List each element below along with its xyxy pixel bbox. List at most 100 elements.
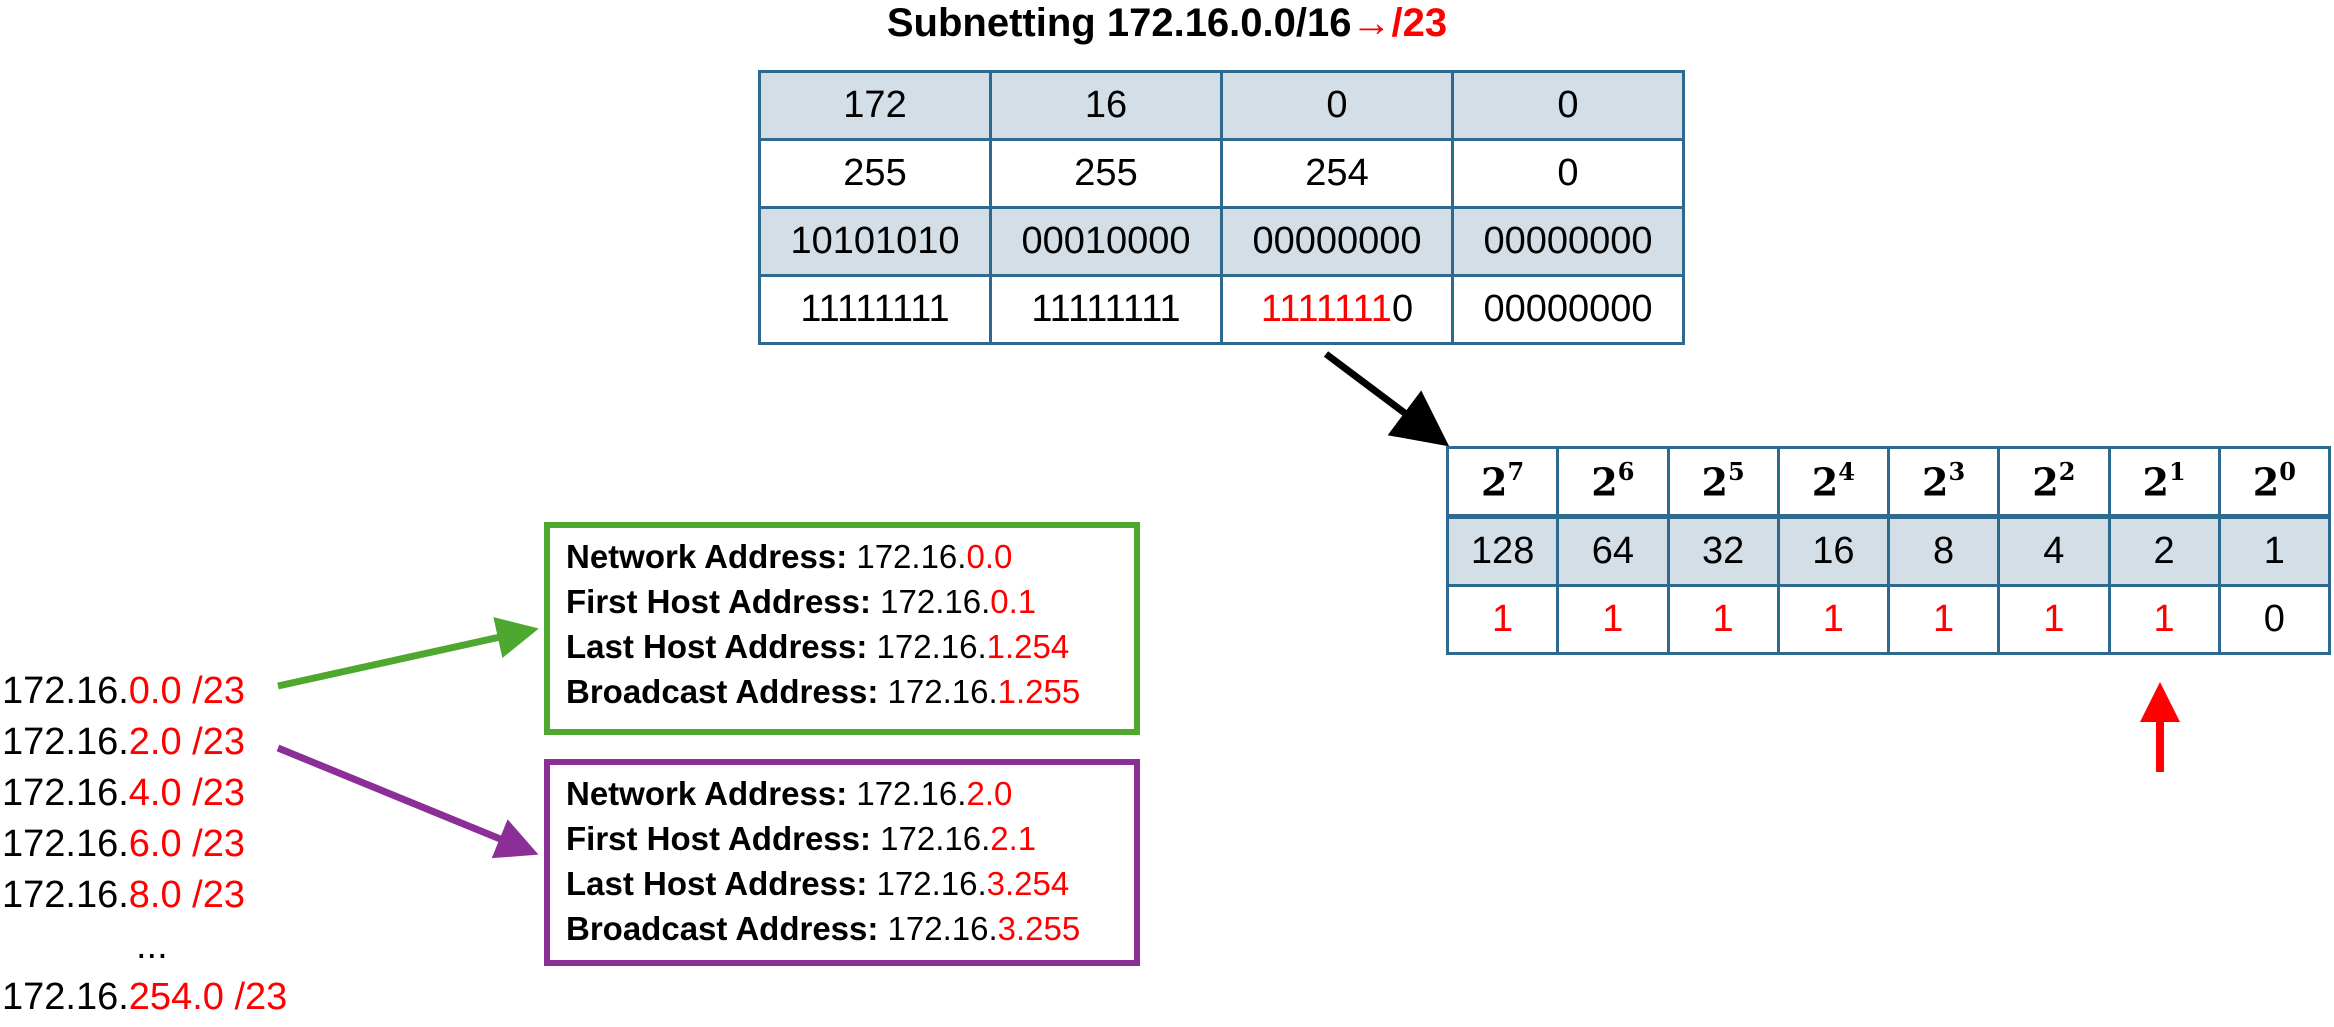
value-cell: 64: [1556, 515, 1670, 587]
value-cell: 4: [1997, 515, 2111, 587]
address-prefix: 172.16.: [878, 910, 998, 947]
address-line: First Host Address: 172.16.2.1: [566, 816, 1134, 861]
address-prefix: 172.16.: [871, 583, 991, 620]
ip-table-cell: 00000000: [1451, 274, 1685, 345]
subnet-prefix: 172.16.: [2, 670, 129, 712]
cell-text: 0: [1391, 288, 1414, 330]
address-line: Last Host Address: 172.16.3.254: [566, 861, 1134, 906]
cell-text: 0: [1557, 152, 1579, 194]
value-cell: 128: [1445, 515, 1560, 587]
subnet-prefix: 172.16.: [2, 874, 129, 916]
subnet-suffix: 6.0 /23: [128, 823, 246, 865]
address-prefix: 172.16.: [847, 775, 967, 812]
power-base: 2: [1701, 459, 1728, 505]
borrowed-bits: 1111111: [1260, 288, 1392, 330]
ip-table-row: 10101010 00010000 00000000 00000000: [758, 206, 1685, 277]
address-prefix: 172.16.: [871, 820, 991, 857]
mask-bit-cell: 1: [2107, 584, 2221, 655]
value-cell: 16: [1776, 515, 1891, 587]
power-exponent: 3: [1948, 456, 1966, 486]
ip-table-cell: 00000000: [1451, 206, 1685, 277]
power-base: 2: [1591, 459, 1618, 505]
address-line: Network Address: 172.16.0.0: [566, 534, 1134, 579]
mask-bit-cell: 1: [1997, 584, 2111, 655]
cell-text: 11111111: [800, 288, 950, 330]
power-base: 2: [1481, 459, 1508, 505]
green-subnet-arrow: [277, 617, 539, 690]
title-main: Subnetting 172.16.0.0/16: [886, 1, 1352, 45]
cell-text: 00010000: [1021, 220, 1191, 262]
ip-table-cell: 11111111: [989, 274, 1223, 345]
address-suffix: 1.254: [986, 628, 1070, 665]
address-suffix: 2.1: [990, 820, 1037, 857]
address-suffix: 3.254: [986, 865, 1070, 902]
power-exponent: 7: [1507, 456, 1525, 486]
address-suffix: 0.1: [990, 583, 1037, 620]
cell-text: 255: [843, 152, 907, 194]
octet-to-bits-arrow: [1323, 351, 1450, 447]
purple-subnet-arrow: [276, 744, 539, 859]
power-base: 2: [2032, 459, 2059, 505]
power-exponent: 5: [1728, 456, 1745, 486]
diagram-title: Subnetting 172.16.0.0/16 →/23: [0, 0, 2334, 46]
cell-text: 00000000: [1252, 220, 1422, 262]
power-exponent: 0: [2279, 456, 2296, 486]
power-cell: 22: [1997, 446, 2111, 519]
subnet-prefix: 172.16.: [2, 772, 129, 814]
address-line: Last Host Address: 172.16.1.254: [566, 624, 1134, 669]
subnet-suffix: 254.0 /23: [128, 976, 288, 1018]
subnet-suffix: 8.0 /23: [128, 874, 246, 916]
ip-table-cell: 00010000: [989, 206, 1223, 277]
subnet-prefix: 172.16.: [2, 823, 129, 865]
subnet-suffix: 4.0 /23: [128, 772, 246, 814]
power-base: 2: [2142, 459, 2169, 505]
subnet-entry: 172.16.2.0 /23: [2, 717, 402, 768]
cell-text: 11111111: [1031, 288, 1181, 330]
power-exponent: 1: [2169, 456, 2186, 486]
power-base: 2: [1922, 459, 1949, 505]
mask-bit-cell: 0: [2217, 584, 2332, 655]
mask-bit-cell: 1: [1666, 584, 1780, 655]
mask-bit-cell: 1: [1886, 584, 2001, 655]
value-cell: 8: [1886, 515, 2001, 587]
power-cell: 23: [1886, 446, 2001, 519]
subnet-entry: ...: [2, 921, 402, 972]
address-label: Last Host Address:: [566, 628, 868, 665]
ip-table-cell: 0: [1451, 138, 1685, 209]
value-cell: 2: [2107, 515, 2221, 587]
power-cell: 27: [1445, 446, 1560, 519]
ip-table-cell: 10101010: [758, 206, 992, 277]
ip-table-cell: 0: [1220, 70, 1454, 141]
cell-text: 10101010: [790, 220, 960, 262]
mask-bit-cell: 1: [1445, 584, 1560, 655]
ip-table-cell: 254: [1220, 138, 1454, 209]
subnet-entry: 172.16.0.0 /23: [2, 666, 402, 717]
address-prefix: 172.16.: [847, 538, 967, 575]
title-arrow: →: [1351, 1, 1392, 45]
subnet-ellipsis: ...: [136, 925, 168, 967]
ip-table-cell: 16: [989, 70, 1223, 141]
subnet-suffix: 0.0 /23: [128, 670, 246, 712]
address-suffix: 2.0: [966, 775, 1013, 812]
address-prefix: 172.16.: [867, 628, 987, 665]
cell-text: 16: [1084, 84, 1128, 126]
address-label: Network Address:: [566, 538, 848, 575]
cell-text: 00000000: [1483, 288, 1653, 330]
power-exponent: 2: [2058, 456, 2076, 486]
power-base: 2: [1811, 459, 1839, 505]
subnet-suffix: 2.0 /23: [128, 721, 246, 763]
address-suffix: 1.255: [997, 673, 1081, 710]
subnet-entry: 172.16.4.0 /23: [2, 768, 402, 819]
subnet-entry: 172.16.6.0 /23: [2, 819, 402, 870]
ip-table-cell: 172: [758, 70, 992, 141]
address-prefix: 172.16.: [878, 673, 998, 710]
address-label: Last Host Address:: [566, 865, 868, 902]
address-line: Broadcast Address: 172.16.1.255: [566, 669, 1134, 714]
